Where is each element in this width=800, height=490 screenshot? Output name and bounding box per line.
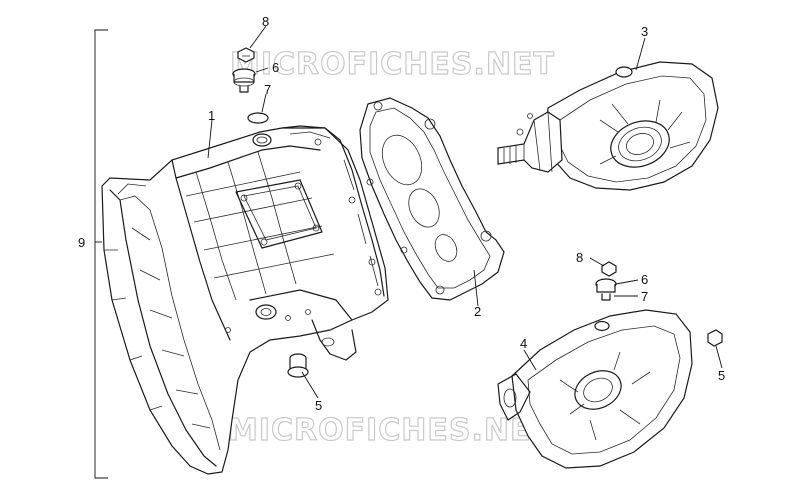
callout-9: 9 xyxy=(78,235,85,250)
oring-7-top xyxy=(247,112,269,124)
plug-8-top xyxy=(237,47,255,63)
gasket-plate xyxy=(359,97,505,301)
callout-6-right: 6 xyxy=(641,272,648,287)
plug-5-right xyxy=(707,329,723,347)
plug-8-right xyxy=(601,261,617,277)
callout-1: 1 xyxy=(208,108,215,123)
callout-8-right: 8 xyxy=(576,250,583,265)
plug-5-drain xyxy=(287,353,309,378)
watermark-top: MICROFICHES.NET xyxy=(230,47,555,82)
callout-7-right: 7 xyxy=(641,289,648,304)
callout-7-top: 7 xyxy=(264,82,271,97)
callout-2: 2 xyxy=(474,304,481,319)
callout-8-top: 8 xyxy=(262,14,269,29)
callout-6-top: 6 xyxy=(272,60,279,75)
callout-5-drain: 5 xyxy=(315,398,322,413)
gearbox-housing xyxy=(101,125,389,475)
assembly-bracket xyxy=(94,29,108,479)
callout-4: 4 xyxy=(520,336,527,351)
lower-rear-cover xyxy=(497,309,693,469)
rear-cover-assembly xyxy=(497,61,719,191)
callout-5-right: 5 xyxy=(718,368,725,383)
plug-6-right xyxy=(595,278,617,301)
plug-6-top xyxy=(232,68,256,93)
watermark-bottom: MICROFICHES.NET xyxy=(228,413,553,448)
callout-3: 3 xyxy=(641,24,648,39)
leader-lines xyxy=(207,25,723,399)
